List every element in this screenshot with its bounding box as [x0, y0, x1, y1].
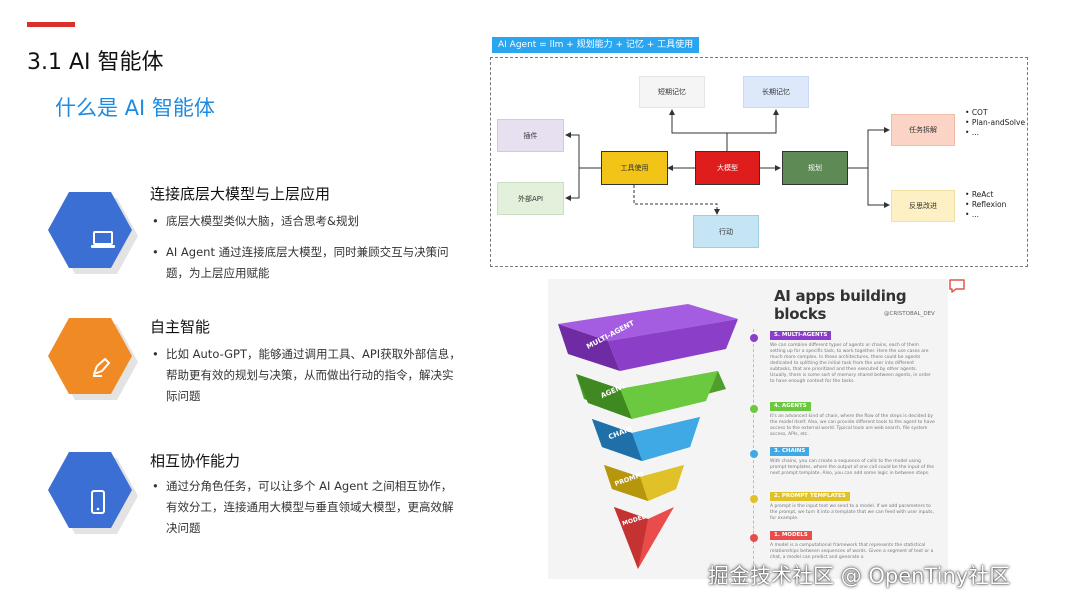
text-prompt-templates: A prompt is the input text we send to a …: [770, 504, 934, 521]
external-api-node: 外部API: [497, 182, 564, 215]
tag-prompt-templates: 2. PROMPT TEMPLATES: [770, 492, 850, 501]
pyramid-graphic: [558, 304, 738, 569]
task-split-node: 任务拆解: [891, 114, 955, 146]
feature-title-1: 连接底层大模型与上层应用: [150, 185, 331, 203]
feature-title-2: 自主智能: [150, 318, 211, 336]
infographic-title: AI apps building blocks: [774, 287, 907, 323]
plugin-node: 插件: [497, 119, 564, 152]
reflection-item-1: ReAct: [971, 190, 994, 199]
tag-agents: 4. AGENTS: [770, 402, 811, 411]
planning-node: 规划: [782, 151, 848, 185]
text-agents: It's an advanced kind of chain, where th…: [770, 414, 935, 437]
task-split-item-2: Plan-andSolve: [971, 118, 1026, 127]
reflection-item-3: ...: [971, 210, 979, 219]
text-multi-agents: We can combine different types of agents…: [770, 343, 931, 384]
ai-building-blocks-infographic: AI apps building blocks @CRISTOBAL_DEV M…: [548, 279, 948, 579]
tool-use-node: 工具使用: [601, 151, 668, 185]
task-split-item-3: ...: [971, 128, 979, 137]
tag-models: 1. MODELS: [770, 531, 812, 540]
watermark: 掘金技术社区 @ OpenTiny社区: [708, 564, 1011, 588]
timeline-dot-4: [750, 405, 758, 413]
reflection-item-2: Reflexion: [971, 200, 1007, 209]
slide-subtitle: 什么是 AI 智能体: [55, 96, 215, 120]
title-accent-bar: [27, 22, 75, 27]
text-models: A model is a computational framework tha…: [770, 543, 934, 560]
tag-multi-agents: 5. MULTI-AGENTS: [770, 331, 832, 340]
slide-title: 3.1 AI 智能体: [27, 50, 164, 75]
task-split-item-1: COT: [971, 108, 988, 117]
feature-hexagon-1: [40, 180, 140, 280]
action-node: 行动: [693, 215, 759, 248]
feature-hexagon-2: [40, 306, 140, 406]
reflection-node: 反思改进: [891, 190, 955, 222]
task-split-list: • COT • Plan-andSolve • ...: [965, 108, 1026, 137]
feature-3-bullet-1: 通过分角色任务，可以让多个 AI Agent 之间相互协作，有效分工，连接通用大…: [152, 476, 462, 539]
timeline-dot-5: [750, 334, 758, 342]
feature-title-3: 相互协作能力: [150, 452, 241, 470]
timeline-dot-2: [750, 495, 758, 503]
timeline-dot-1: [750, 534, 758, 542]
timeline-dot-3: [750, 450, 758, 458]
tag-chains: 3. CHAINS: [770, 447, 810, 456]
comment-icon[interactable]: [948, 278, 966, 293]
feature-2-bullet-1: 比如 Auto-GPT，能够通过调用工具、API获取外部信息，帮助更有效的规划与…: [152, 344, 462, 407]
text-chains: With chains, you can create a sequence o…: [770, 459, 935, 476]
agent-formula-label: AI Agent = llm + 规划能力 + 记忆 + 工具使用: [492, 37, 700, 53]
feature-1-bullet-1: 底层大模型类似大脑，适合思考&规划: [152, 211, 462, 232]
diagram-connectors: [565, 109, 890, 215]
short-memory-node: 短期记忆: [639, 76, 705, 108]
feature-1-bullet-2: AI Agent 通过连接底层大模型，同时兼顾交互与决策问题，为上层应用赋能: [152, 242, 462, 284]
feature-hexagon-3: [40, 440, 140, 540]
reflection-list: • ReAct • Reflexion • ...: [965, 190, 1007, 219]
llm-node: 大模型: [695, 151, 760, 185]
infographic-handle: @CRISTOBAL_DEV: [884, 311, 935, 317]
agent-architecture-diagram: 短期记忆 长期记忆 插件 外部API 工具使用 大模型 规划 任务拆解 反思改进…: [490, 57, 1028, 267]
long-memory-node: 长期记忆: [743, 76, 809, 108]
